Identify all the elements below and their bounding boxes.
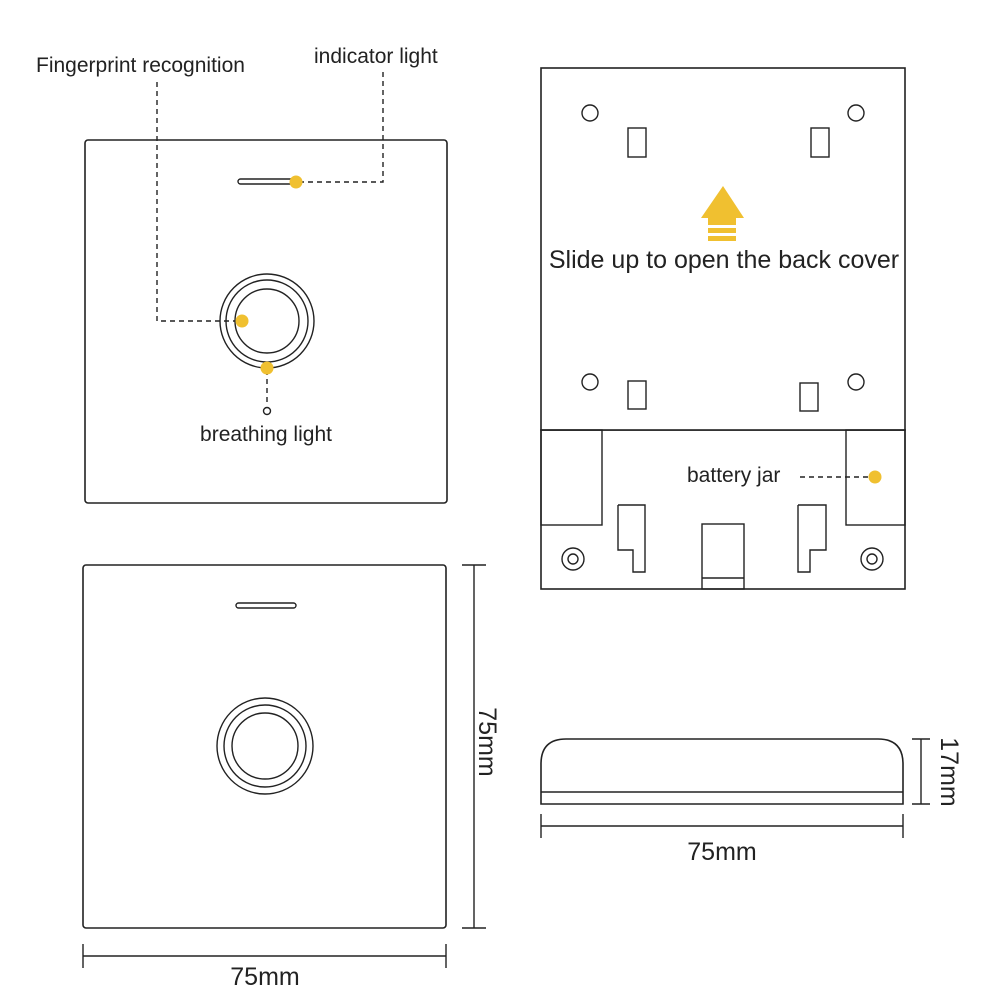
side-profile [540,738,904,805]
screw-hole-top-left [581,104,599,122]
battery-housing [540,429,906,590]
indicator-light-slot-2 [235,602,297,609]
screw-hole-bottom-left [581,373,599,391]
screw-hole-bottom-right [847,373,865,391]
side-height-label: 17mm [935,737,963,806]
front-view-labelled: Fingerprint recognition indicator light … [36,45,448,504]
side-width-label: 75mm [687,838,756,866]
back-view: Slide up to open the back cover battery … [540,67,906,590]
slide-up-label: Slide up to open the back cover [549,246,899,274]
battery-clip-left [540,429,603,526]
housing-screw-left-inner [567,553,579,565]
battery-contact-right [797,504,827,573]
indicator-leader-line [298,72,384,183]
breathing-label: breathing light [200,423,332,446]
indicator-label: indicator light [314,45,438,68]
fingerprint-dot [235,314,249,328]
fingerprint-ring-middle-2 [223,704,307,788]
breathing-light-dot [260,361,274,375]
screw-hole-top-right [847,104,865,122]
back-cover [540,67,906,431]
fingerprint-ring-outer-2 [216,697,314,795]
battery-center-tab [701,523,745,590]
battery-contact-left [617,504,646,573]
side-view: 17mm 75mm [540,737,963,866]
front-width-label: 75mm [230,963,299,991]
up-arrow-icon [701,186,744,241]
front-height-label: 75mm [473,707,501,776]
breathing-leader-end [262,406,272,416]
fingerprint-sensor-2 [231,712,299,780]
cover-slot-top-right [810,127,830,158]
housing-screw-right-inner [866,553,878,565]
battery-label: battery jar [687,464,780,487]
fingerprint-label: Fingerprint recognition [36,54,245,77]
front-panel-outline [84,139,448,504]
housing-screw-right-outer [860,547,884,571]
cover-slot-top-left [627,127,647,158]
indicator-light-dot [289,175,303,189]
front-view-dimensioned: 75mm 75mm [82,564,501,991]
fingerprint-leader-line [156,82,235,322]
front-panel-outline-2 [82,564,447,929]
housing-screw-left-outer [561,547,585,571]
cover-slot-bottom-right [799,382,819,412]
cover-slot-bottom-left [627,380,647,410]
battery-jar-dot [868,470,882,484]
